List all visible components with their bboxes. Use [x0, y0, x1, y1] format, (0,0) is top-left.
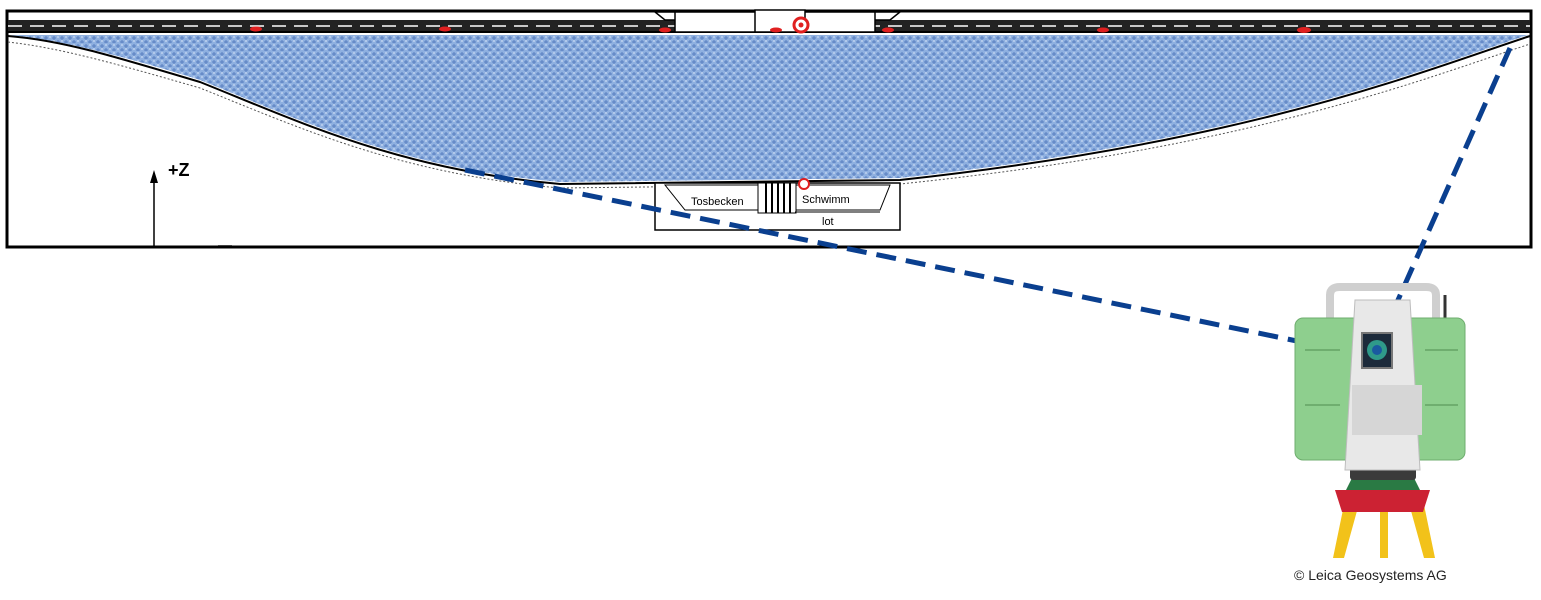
dam-base-structure: [654, 178, 901, 231]
label-lot: lot: [822, 216, 834, 228]
survey-markers: [250, 26, 1311, 33]
label-tosbecken: Tosbecken: [691, 196, 744, 208]
crest-structure: [652, 9, 903, 33]
z-axis-arrow: [150, 170, 232, 247]
crest-target-marker: [792, 16, 810, 34]
scan-lines: [464, 46, 1513, 358]
reservoir-water: [10, 35, 1528, 182]
copyright-notice: © Leica Geosystems AG: [1294, 567, 1447, 583]
z-axis-label: +Z: [168, 160, 190, 180]
laser-scanner-icon: [1294, 283, 1466, 558]
label-schwimm: Schwimm: [802, 194, 850, 206]
terrain-hatch: [7, 41, 1531, 189]
